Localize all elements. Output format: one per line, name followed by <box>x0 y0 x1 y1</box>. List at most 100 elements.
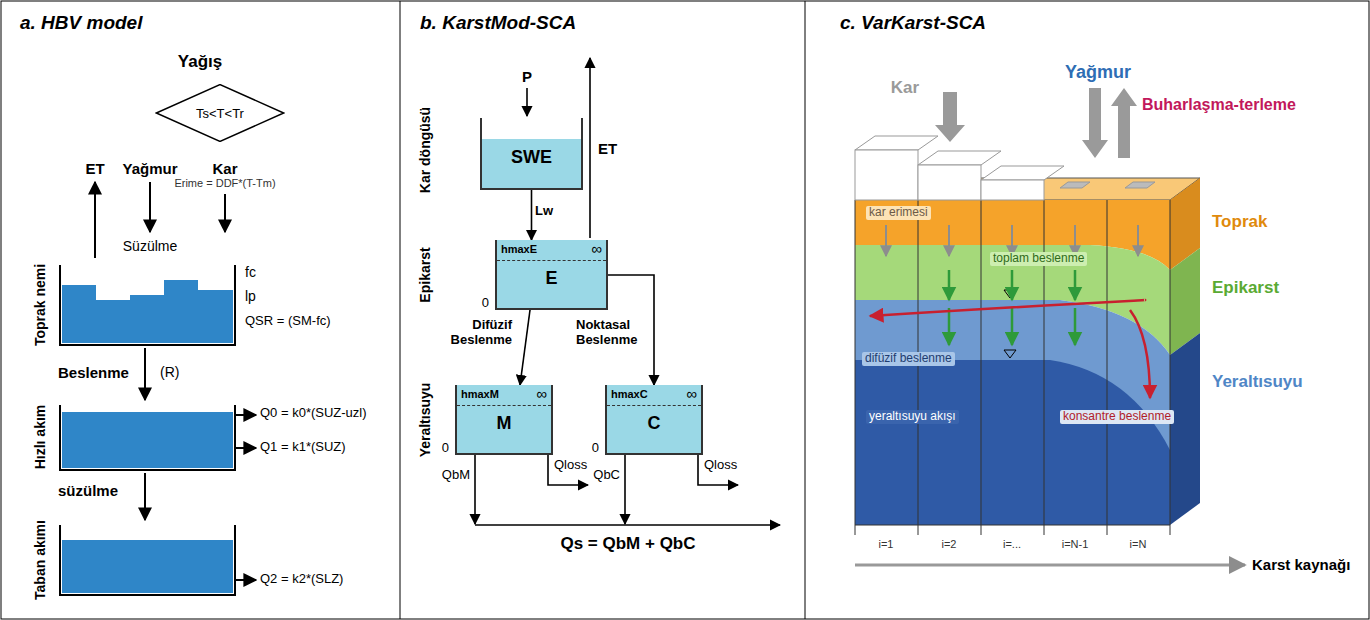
karst-block <box>855 136 1155 200</box>
equation: Q0 = k0*(SUZ-uzl) <box>260 406 367 421</box>
input-label: Yağmur <box>1065 62 1131 83</box>
karst-block <box>1004 350 1016 358</box>
cell-index: i=1 <box>879 538 894 551</box>
karstmod-flows <box>589 58 591 238</box>
edge-label: Difüzif Beslenme <box>440 318 512 348</box>
edge-label: Lw <box>535 204 553 219</box>
karst-block <box>1170 333 1200 525</box>
axis-label: 0 <box>482 296 489 311</box>
max-level-label: hmaxM <box>461 388 499 400</box>
flux-label: ET <box>598 140 617 157</box>
hbv-model <box>149 182 151 232</box>
layer-label: Hızlı akım <box>32 405 48 470</box>
max-level-line <box>607 405 701 406</box>
karst-arrows <box>1082 88 1108 158</box>
axis-label: 0 <box>592 441 599 456</box>
process-label: konsantre beslenme <box>1060 410 1174 424</box>
karstmod-flows <box>474 455 476 524</box>
equation: Q1 = k1*(SUZ) <box>260 440 346 455</box>
flux-label: QbC <box>593 468 620 483</box>
karst-arrows <box>1011 270 1014 300</box>
layer-label: Kar döngüsü <box>417 107 433 193</box>
karst-arrows <box>870 300 1145 316</box>
layer-label: Toprak nemi <box>32 264 48 346</box>
panel-frame <box>805 1 806 619</box>
layer-label: Yeraltısuyu <box>1212 372 1303 392</box>
hbv-model <box>60 405 235 470</box>
karst-arrows <box>948 225 950 256</box>
flux-label: P <box>522 68 532 85</box>
panel-title: a. HBV model <box>20 12 142 34</box>
hbv-model <box>60 525 235 595</box>
flow-connector <box>520 310 530 385</box>
karst-arrows <box>885 225 887 256</box>
equation: Qs = QbM + QbC <box>560 534 695 554</box>
karst-arrows <box>1111 88 1137 158</box>
karst-block <box>855 200 1170 535</box>
layer-label: Taban akımı <box>32 520 48 600</box>
equation: QSR = (SM-fc) <box>245 314 331 329</box>
hbv-model <box>235 414 256 416</box>
max-level-line <box>497 260 606 261</box>
hbv-model <box>144 348 146 400</box>
karst-block <box>1125 182 1155 188</box>
karst-block <box>855 525 1170 526</box>
input-label: Yağış <box>178 52 222 72</box>
overflow-symbol: ∞ <box>536 385 547 402</box>
hbv-model <box>235 447 256 449</box>
karst-arrows <box>935 92 965 142</box>
max-level-label: hmaxE <box>501 243 537 255</box>
karst-arrows <box>948 308 951 345</box>
karst-arrows <box>948 270 951 300</box>
layer-label: Yeraltısuyu <box>417 383 433 458</box>
karst-block <box>1044 200 1045 535</box>
karst-block <box>1004 290 1016 298</box>
storage-tank: EhmaxE ∞ <box>495 240 608 310</box>
node-title: E <box>497 268 606 289</box>
hbv-model <box>94 182 96 258</box>
layer-label: Toprak <box>1212 212 1267 232</box>
max-level-label: hmaxC <box>611 388 648 400</box>
flux-label: Yağmur <box>122 160 177 177</box>
axis-label: 0 <box>442 441 449 456</box>
cell-index: i=N <box>1130 538 1147 551</box>
karstmod-flows <box>624 455 626 524</box>
karst-block <box>855 200 856 535</box>
node-title: C <box>607 413 701 434</box>
parameter-label: lp <box>245 288 256 304</box>
input-label: Kar <box>891 78 919 98</box>
panel-frame <box>400 1 401 619</box>
karst-block <box>981 166 1064 180</box>
layer-label: Epikarst <box>417 247 433 302</box>
karst-block <box>918 151 1001 165</box>
decision-diamond: Ts<T<Tr <box>155 84 285 142</box>
hbv-model <box>62 540 233 593</box>
layer-label: Epikarst <box>1212 278 1279 298</box>
parameter-label: fc <box>245 264 256 280</box>
storage-tank: SWE <box>480 118 583 190</box>
karst-block <box>1107 200 1108 535</box>
karstmod-flows <box>475 524 780 526</box>
cell-index: i=... <box>1003 538 1021 551</box>
karst-block <box>981 200 982 535</box>
karst-block <box>981 180 1044 200</box>
karst-arrows <box>855 88 1245 565</box>
overflow-symbol: ∞ <box>591 240 602 257</box>
node-title: Ts<T<Tr <box>155 106 285 121</box>
karstmod-flows <box>548 450 588 485</box>
cell-index: i=N-1 <box>1062 538 1089 551</box>
max-level-line <box>457 405 551 406</box>
flux-label: Qloss <box>704 458 737 473</box>
hbv-model <box>235 579 256 581</box>
flux-label: Süzülme <box>123 238 177 254</box>
karst-arrows <box>855 564 1245 567</box>
cell-index: i=2 <box>942 538 957 551</box>
flux-label: Qloss <box>554 458 587 473</box>
flow-connector <box>531 190 533 240</box>
karst-block <box>855 150 918 200</box>
flux-label: süzülme <box>58 482 118 499</box>
karst-block <box>1060 182 1090 188</box>
hbv-model <box>96 300 130 343</box>
